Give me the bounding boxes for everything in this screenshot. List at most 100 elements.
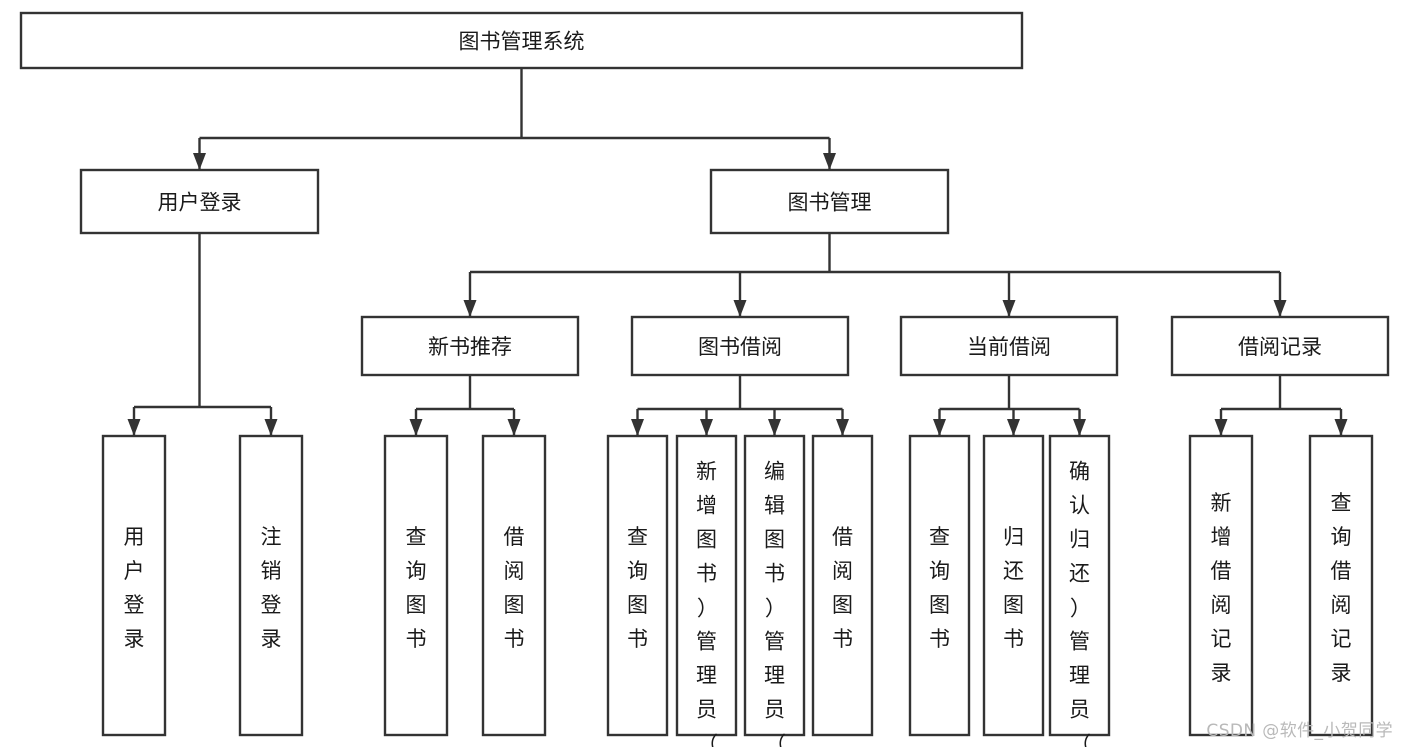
arrow-head-icon xyxy=(768,419,781,436)
node-box-leaf-query-book-2[interactable] xyxy=(606,434,669,737)
node-box-book-manage[interactable] xyxy=(709,168,950,235)
node-box-borrow-record[interactable] xyxy=(1170,315,1390,377)
arrow-head-icon xyxy=(1007,419,1020,436)
node-label-char: 辑 xyxy=(764,493,785,517)
node-box-leaf-confirm-return[interactable] xyxy=(1048,434,1111,737)
arrow-head-icon xyxy=(836,419,849,436)
arrow-head-icon xyxy=(1002,300,1016,317)
node-box-new-book-rec[interactable] xyxy=(360,315,580,377)
arrow-head-icon xyxy=(933,419,946,436)
node-label-char: 记 xyxy=(1211,627,1232,651)
arrow-head-icon xyxy=(733,300,747,317)
node-label-user-login: 用户登录 xyxy=(158,191,242,215)
node-box-current-borrow[interactable] xyxy=(899,315,1119,377)
node-box-leaf-query-book-1[interactable] xyxy=(383,434,449,737)
node-label-char: 图 xyxy=(1003,593,1024,617)
node-label-char: 书 xyxy=(1003,627,1024,651)
node-box-leaf-query-book-3[interactable] xyxy=(908,434,971,737)
node-book-manage[interactable]: 图书管理 xyxy=(709,168,950,235)
node-label-char: 书 xyxy=(764,561,785,585)
node-label-char: 图 xyxy=(627,593,648,617)
node-book-borrow[interactable]: 图书借阅 xyxy=(630,315,850,377)
node-box-leaf-edit-book[interactable] xyxy=(743,434,806,737)
node-box-leaf-borrow-book-1[interactable] xyxy=(481,434,547,737)
node-label-char: 查 xyxy=(406,525,427,549)
node-box-leaf-return-book[interactable] xyxy=(982,434,1045,737)
node-box-book-borrow[interactable] xyxy=(630,315,850,377)
node-label-char: 书 xyxy=(929,627,950,651)
node-leaf-user-login[interactable]: 用户登录 xyxy=(101,434,167,737)
node-label-char: 阅 xyxy=(504,559,525,583)
node-label-char: 借 xyxy=(1331,559,1352,583)
node-box-root[interactable] xyxy=(19,11,1024,70)
csdn-watermark: CSDN @软件_小贺同学 xyxy=(1206,721,1393,741)
node-label-char: 员 xyxy=(1069,697,1090,721)
arrow-head-icon xyxy=(1334,419,1348,436)
node-root[interactable]: 图书管理系统 xyxy=(19,11,1024,70)
node-label-root: 图书管理系统 xyxy=(459,30,585,54)
node-user-login[interactable]: 用户登录 xyxy=(79,168,320,235)
node-box-leaf-user-logout[interactable] xyxy=(238,434,304,737)
node-label-char: 注 xyxy=(261,525,282,549)
node-current-borrow[interactable]: 当前借阅 xyxy=(899,315,1119,377)
node-label-char: 记 xyxy=(1331,627,1352,651)
node-label-char: 理 xyxy=(764,663,785,687)
node-box-user-login[interactable] xyxy=(79,168,320,235)
node-label-char: 用 xyxy=(124,525,145,549)
node-label-char: 书 xyxy=(832,627,853,651)
arrow-head-icon xyxy=(507,419,521,436)
node-new-book-rec[interactable]: 新书推荐 xyxy=(360,315,580,377)
node-label-char: 录 xyxy=(261,627,282,651)
node-layer: 图书管理系统用户登录图书管理新书推荐图书借阅当前借阅借阅记录用户登录注销登录查询… xyxy=(19,11,1390,747)
node-label-char: 图 xyxy=(929,593,950,617)
node-label-char: 借 xyxy=(1211,559,1232,583)
node-label-char: 还 xyxy=(1003,559,1024,583)
node-label-char: 图 xyxy=(504,593,525,617)
node-label-char: 管 xyxy=(696,629,717,653)
node-label-char: ︵ xyxy=(1068,597,1092,618)
node-label-char: 员 xyxy=(696,697,717,721)
node-label-char: 管 xyxy=(1069,629,1090,653)
node-label-char: 确 xyxy=(1069,459,1090,483)
arrow-head-icon xyxy=(1073,419,1086,436)
node-label-char: 管 xyxy=(764,629,785,653)
node-label-char: 增 xyxy=(696,493,717,517)
node-label-char: 归 xyxy=(1069,527,1090,551)
node-label-book-borrow: 图书借阅 xyxy=(698,335,782,359)
node-box-leaf-query-record[interactable] xyxy=(1308,434,1374,737)
node-label-char: ︶ xyxy=(695,733,719,747)
node-label-char: 询 xyxy=(406,559,427,583)
node-borrow-record[interactable]: 借阅记录 xyxy=(1170,315,1390,377)
arrow-head-icon xyxy=(193,153,206,170)
node-box-leaf-add-book[interactable] xyxy=(675,434,738,737)
connector-layer xyxy=(127,68,1348,436)
node-label-char: 录 xyxy=(1331,661,1352,685)
arrow-head-icon xyxy=(409,419,423,436)
node-box-leaf-user-login[interactable] xyxy=(101,434,167,737)
node-label-char: 书 xyxy=(406,627,427,651)
node-box-leaf-borrow-book-2[interactable] xyxy=(811,434,874,737)
node-label-char: 图 xyxy=(764,527,785,551)
node-label-char: 借 xyxy=(832,525,853,549)
node-label-char: 认 xyxy=(1069,493,1090,517)
node-label-char: 查 xyxy=(929,525,950,549)
node-label-char: 编 xyxy=(764,459,785,483)
node-label-char: 阅 xyxy=(1331,593,1352,617)
node-box-leaf-add-record[interactable] xyxy=(1188,434,1254,737)
node-label-char: 图 xyxy=(406,593,427,617)
node-label-char: 查 xyxy=(1331,491,1352,515)
